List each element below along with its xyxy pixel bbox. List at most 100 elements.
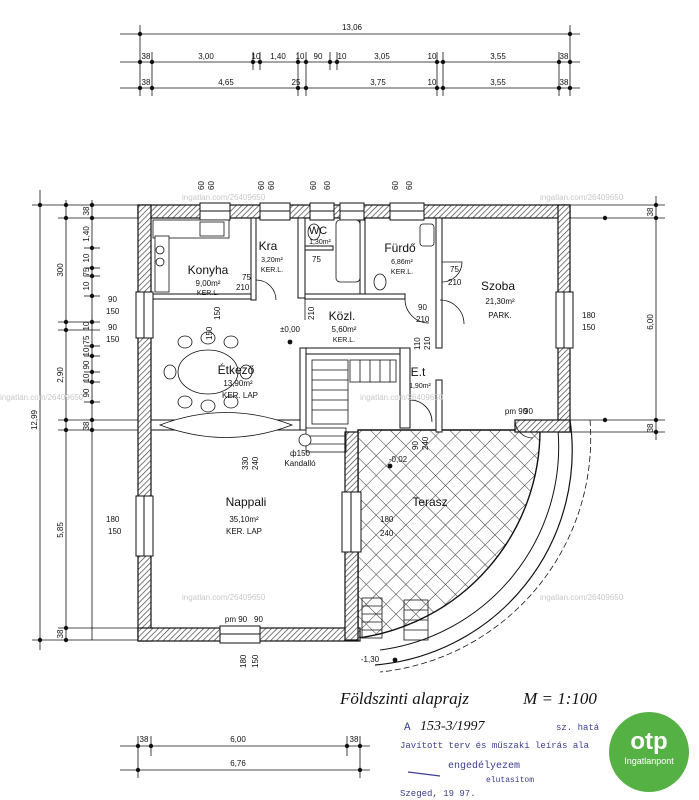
stamp-line5: Szeged, 19 97. bbox=[400, 789, 476, 799]
opening-label: 90 bbox=[108, 295, 117, 304]
opening-label: 150 bbox=[106, 335, 120, 344]
dim-label: 3,00 bbox=[198, 52, 214, 61]
bottom-dimension-labels: 38 6,00 38 6,76 bbox=[140, 735, 359, 768]
opening-label: 240 bbox=[421, 436, 430, 450]
dim-label: 10 bbox=[82, 281, 91, 290]
dim-label: 38 bbox=[82, 206, 91, 215]
watermark-text: ingatlan.com/26409650 bbox=[182, 193, 266, 202]
room-divider-arc bbox=[158, 412, 294, 438]
top-dimensions bbox=[120, 25, 580, 96]
plan-title: Földszinti alaprajz bbox=[339, 689, 469, 708]
room-et-area: 1,90m² bbox=[409, 383, 431, 390]
dim-label: 38 bbox=[646, 423, 655, 432]
room-szoba-floor: PARK. bbox=[488, 311, 511, 320]
dim-label: 2,90 bbox=[56, 367, 65, 383]
opening-label: 90 bbox=[418, 303, 427, 312]
approval-stamp: A 153-3/1997 sz. hatá Javított terv és m… bbox=[400, 719, 600, 799]
doors bbox=[255, 261, 534, 439]
right-dimension-dots bbox=[602, 202, 659, 435]
opening-label: 150 bbox=[108, 527, 122, 536]
watermark-text: ingatlan.com/26409650 bbox=[540, 193, 624, 202]
dim-label: 75 bbox=[82, 267, 91, 276]
sink bbox=[199, 221, 225, 237]
dim-label: 38 bbox=[560, 52, 569, 61]
opening-label: 60 bbox=[207, 181, 216, 190]
bathtub bbox=[335, 219, 361, 283]
toilet-wc bbox=[307, 223, 321, 241]
opening-label: 60 bbox=[391, 181, 400, 190]
opening-label: 210 bbox=[416, 315, 430, 324]
watermark-text: ingatlan.com/26409650 bbox=[0, 393, 84, 402]
opening-label: 240 bbox=[380, 529, 394, 538]
dim-right-total: 6,00 bbox=[646, 314, 655, 330]
opening-label: 210 bbox=[448, 278, 462, 287]
dim-label: 38 bbox=[560, 78, 569, 87]
dim-label: 4,65 bbox=[218, 78, 234, 87]
opening-label: 330 bbox=[241, 456, 250, 470]
dim-label: 10 bbox=[82, 253, 91, 262]
opening-label: 210 bbox=[423, 336, 432, 350]
room-etkezo-floor: KER. LAP bbox=[222, 391, 258, 400]
pm90-terrace-label: pm 90 bbox=[505, 407, 528, 416]
dim-label: 5,85 bbox=[56, 522, 65, 538]
watermark-text: ingatlan.com/26409650 bbox=[540, 593, 624, 602]
terrace-inner-arc bbox=[379, 429, 560, 651]
pm90-bottom-label: pm 90 bbox=[225, 615, 248, 624]
opening-label: 90 bbox=[524, 407, 533, 416]
bottom-dimension-dots bbox=[135, 743, 363, 773]
stamp-number: 153-3/1997 bbox=[420, 719, 486, 734]
opening-label: 60 bbox=[257, 181, 266, 190]
opening-label: 150 bbox=[582, 323, 596, 332]
room-szoba-name: Szoba bbox=[481, 279, 515, 293]
left-dimension-labels: 12,99 300 2,90 5,85 38 38 1,40 10 75 10 … bbox=[30, 206, 91, 638]
dim-label: 75 bbox=[82, 335, 91, 344]
dim-label: 10 bbox=[82, 321, 91, 330]
opening-label: 180 bbox=[380, 515, 394, 524]
dim-label: 1,40 bbox=[82, 226, 91, 242]
plan-scale: M = 1:100 bbox=[522, 689, 597, 708]
opening-label: 75 bbox=[450, 265, 459, 274]
opening-label: 150 bbox=[213, 306, 222, 320]
dim-label: 10 bbox=[82, 347, 91, 356]
room-etkezo-area: 13,90m² bbox=[223, 379, 253, 388]
opening-label: 60 bbox=[309, 181, 318, 190]
room-nappali-floor: KER. LAP bbox=[226, 527, 262, 536]
opening-label: 60 bbox=[405, 181, 414, 190]
level-zero-label: ±0,00 bbox=[280, 325, 301, 334]
room-kozl-floor: KER.L. bbox=[333, 337, 355, 344]
opening-label: 90 bbox=[254, 615, 263, 624]
opening-label: 150 bbox=[106, 307, 120, 316]
dining-table bbox=[177, 349, 239, 395]
dim-left-total: 12,99 bbox=[30, 409, 39, 430]
opening-label: 180 bbox=[239, 654, 248, 668]
stamp-suffix: sz. hatá bbox=[556, 723, 600, 733]
stamp-line4: elutasítom bbox=[486, 776, 534, 785]
room-wc-name: WC bbox=[309, 225, 327, 237]
opening-label: 150 bbox=[205, 326, 214, 340]
dim-label: 10 bbox=[296, 52, 305, 61]
fixtures bbox=[152, 219, 435, 447]
terrace-outer-arc bbox=[374, 419, 573, 666]
dim-label: 6,76 bbox=[230, 759, 246, 768]
room-kozl-name: Közl. bbox=[329, 309, 356, 323]
room-et-name: E.t bbox=[411, 365, 426, 379]
dim-label: 38 bbox=[142, 78, 151, 87]
room-terasz-name: Terasz bbox=[412, 495, 447, 509]
opening-label: 210 bbox=[307, 306, 316, 320]
stamp-line3: engedélyezem bbox=[448, 760, 520, 772]
right-dimensions bbox=[570, 196, 665, 440]
dim-label: 10 bbox=[428, 52, 437, 61]
dim-label: 3,05 bbox=[374, 52, 390, 61]
dim-label: 90 bbox=[82, 388, 91, 397]
dim-label: 10 bbox=[338, 52, 347, 61]
stamp-prefix: A bbox=[404, 722, 411, 734]
otp-logo: otp Ingatlanpont bbox=[609, 712, 689, 792]
opening-label: 60 bbox=[323, 181, 332, 190]
room-nappali-name: Nappali bbox=[226, 495, 267, 509]
room-konyha-name: Konyha bbox=[188, 263, 229, 277]
opening-label: 90 bbox=[411, 441, 420, 450]
dim-label: 10 bbox=[82, 373, 91, 382]
right-dimension-labels: 38 6,00 38 bbox=[646, 207, 655, 432]
opening-label: 180 bbox=[582, 311, 596, 320]
